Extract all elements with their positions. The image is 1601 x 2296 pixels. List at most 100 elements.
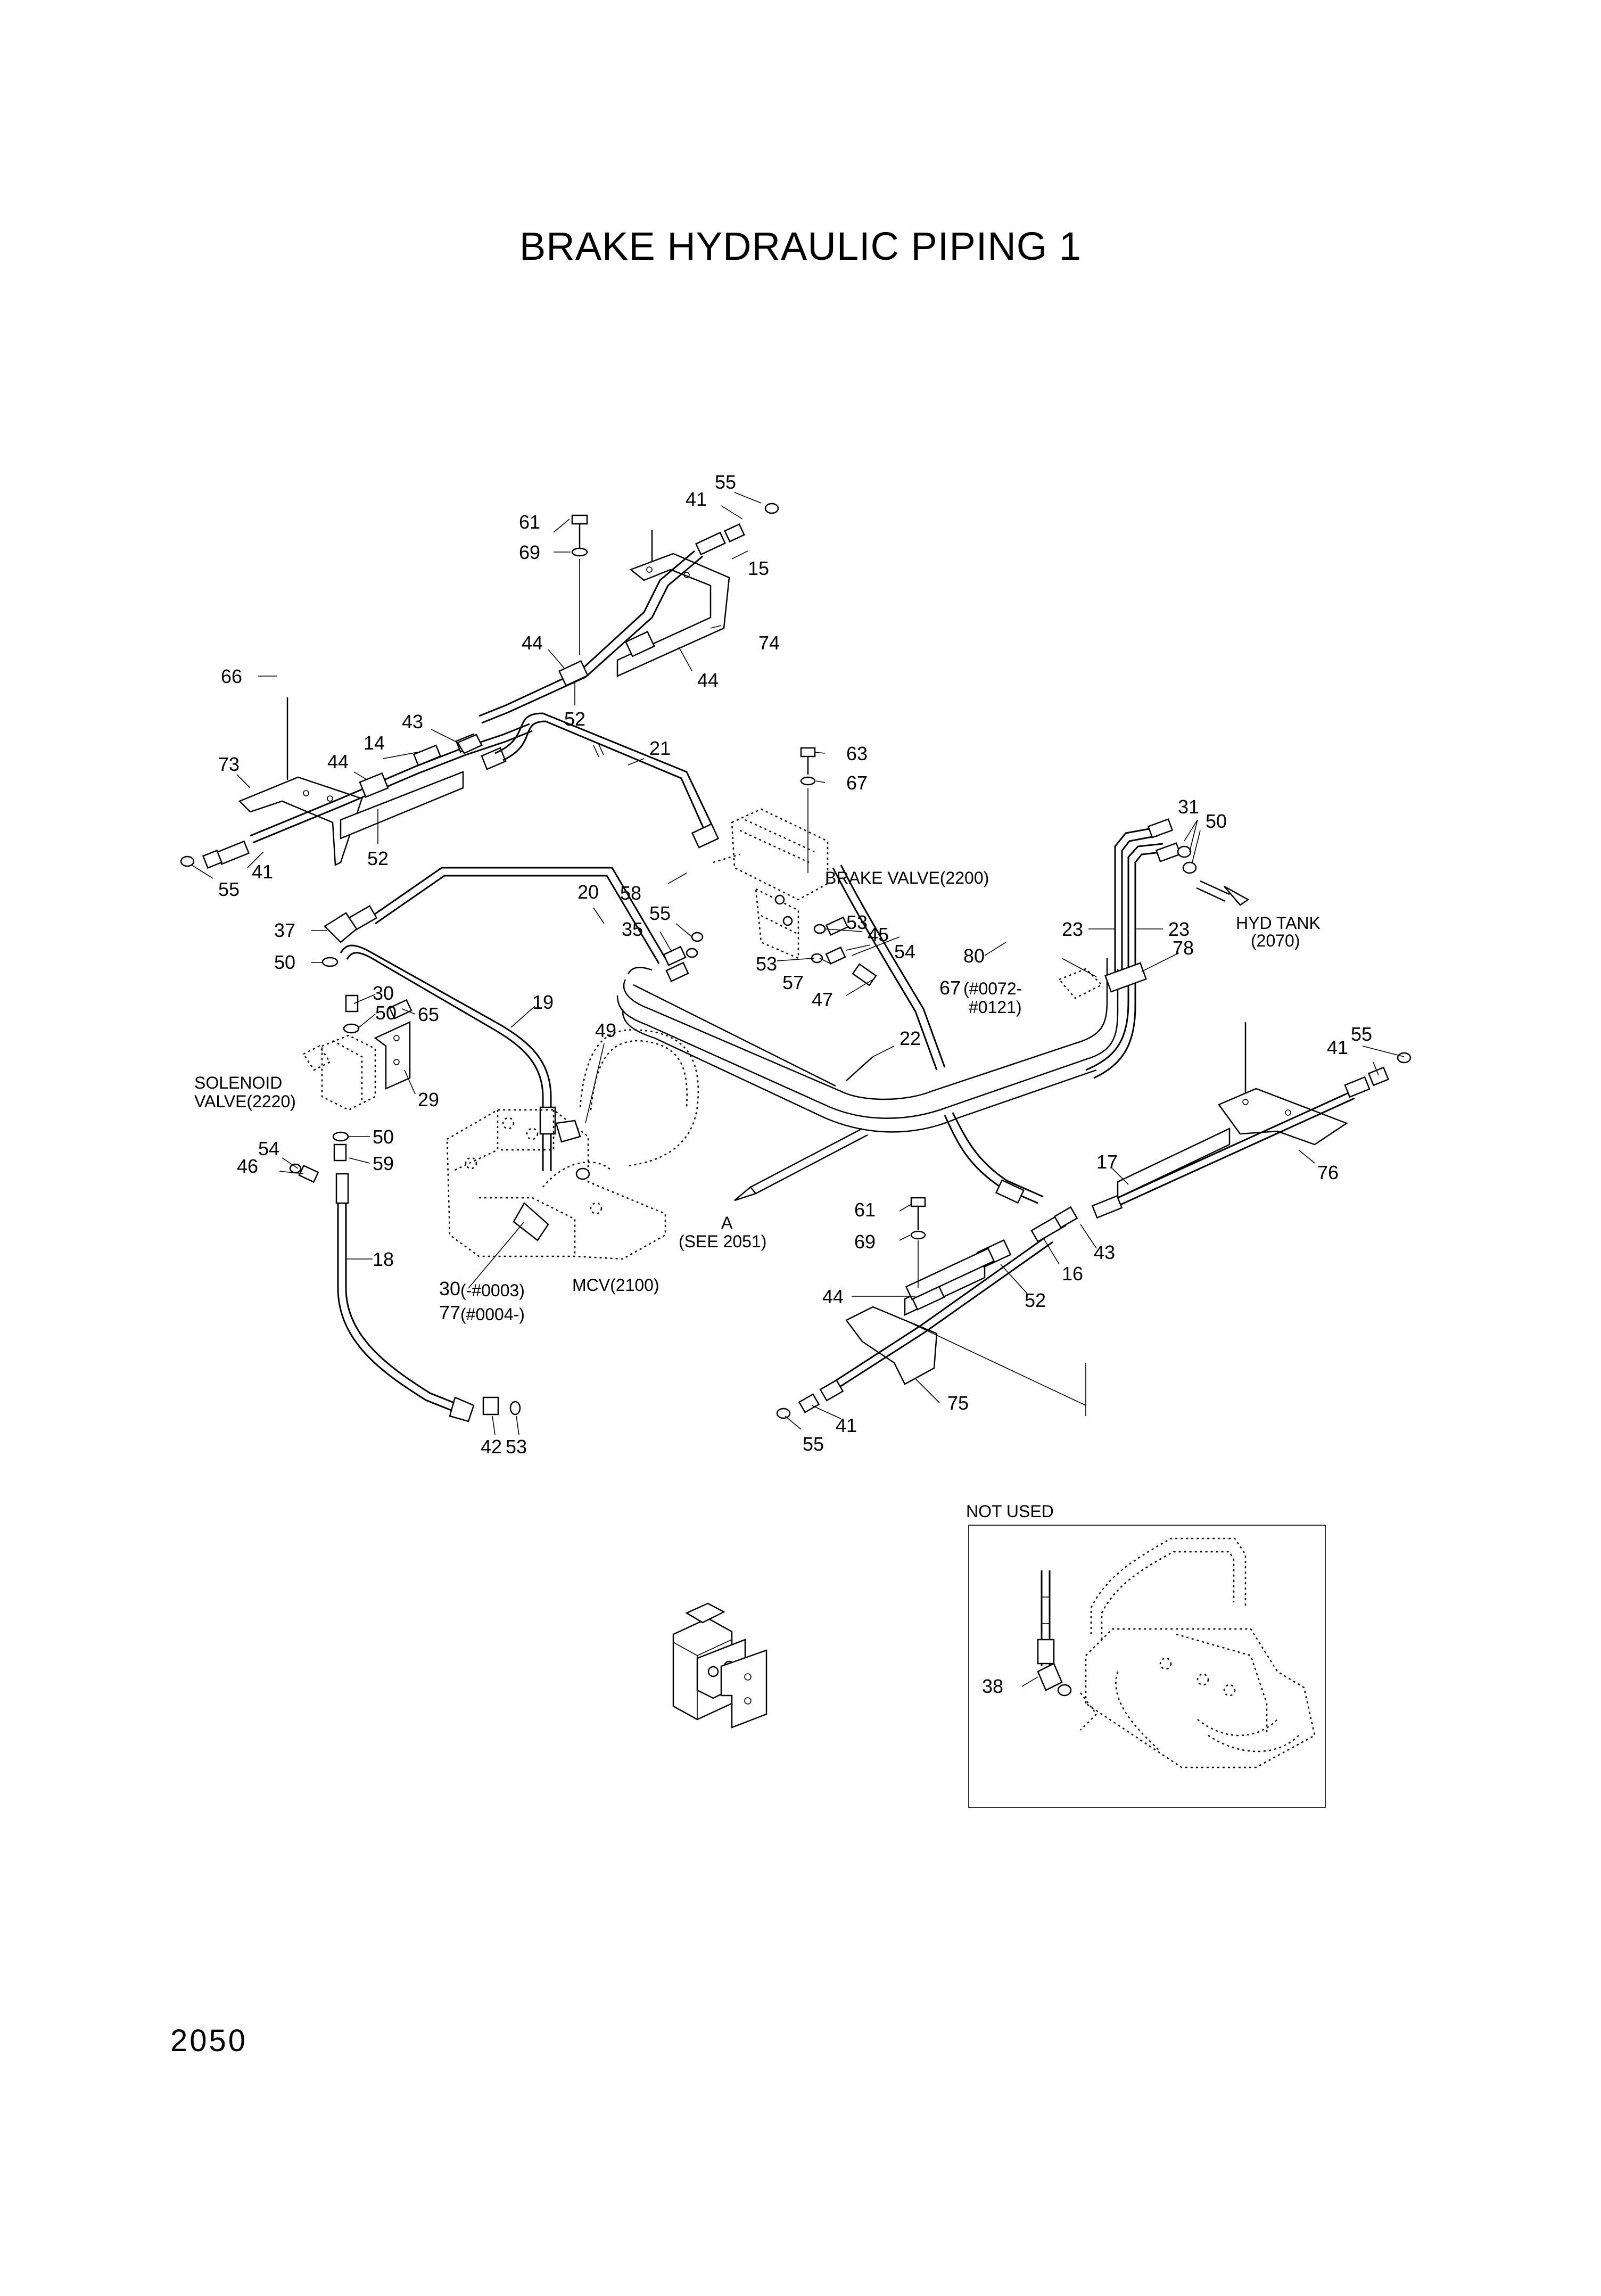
hyd-tank-ref: (2070) [1251, 931, 1300, 950]
serial-range-67a: (#0072- [963, 979, 1022, 998]
callout-67: 67 [846, 772, 868, 794]
callout-80: 80 [963, 945, 985, 967]
callout-20: 20 [577, 881, 599, 903]
callout-54: 54 [894, 941, 915, 962]
bolt-61-lower [910, 1197, 926, 1288]
callout-42: 42 [481, 1436, 502, 1458]
callout-54: 54 [258, 1138, 279, 1159]
bracket-76 [1117, 1022, 1348, 1199]
callout-16: 16 [1062, 1263, 1083, 1285]
pipe-16 [776, 1206, 1078, 1419]
callout-55: 55 [803, 1433, 824, 1455]
solenoid-valve-2220 [289, 994, 412, 1183]
clamp-left [359, 772, 389, 798]
part-callouts: 55 41 61 69 15 44 74 44 52 66 43 73 44 1… [218, 471, 1372, 1697]
callout-53: 53 [756, 953, 777, 975]
callout-65: 65 [418, 1003, 439, 1025]
callout-47: 47 [812, 989, 833, 1010]
callout-17: 17 [1096, 1151, 1118, 1173]
elbow-37 [321, 912, 358, 967]
mcv-label: MCV(2100) [572, 1275, 659, 1295]
callout-61: 61 [519, 511, 540, 533]
callout-52: 52 [1025, 1289, 1046, 1311]
callout-69: 69 [519, 541, 540, 563]
brake-valve-fittings [811, 916, 877, 986]
solenoid-label: SOLENOID [194, 1073, 282, 1092]
bracket-74 [616, 530, 730, 677]
callout-76: 76 [1317, 1162, 1339, 1183]
callout-44: 44 [697, 669, 719, 691]
callout-23: 23 [1062, 918, 1083, 940]
callout-15: 15 [748, 557, 769, 579]
callout-49: 49 [595, 1019, 616, 1041]
page-title: BRAKE HYDRAULIC PIPING 1 [519, 224, 1082, 268]
view-a-ref: (SEE 2051) [679, 1232, 766, 1251]
callout-75: 75 [947, 1392, 969, 1414]
solenoid-illustration [672, 1602, 768, 1729]
callout-66: 66 [221, 665, 242, 687]
callout-46: 46 [237, 1155, 258, 1177]
callout-59: 59 [373, 1153, 394, 1174]
view-a-label: A [721, 1213, 733, 1232]
callout-35: 35 [622, 918, 643, 940]
pipe-19 [340, 944, 556, 1171]
callout-69: 69 [854, 1231, 876, 1253]
callout-63: 63 [846, 743, 868, 764]
callout-67: 67 [939, 977, 961, 999]
callout-77: 77 [439, 1302, 460, 1323]
callout-52: 52 [367, 847, 389, 869]
pipe-20 [341, 867, 666, 964]
callout-37: 37 [274, 919, 295, 941]
brake-valve-2200 [713, 808, 829, 959]
pipe-22 [616, 958, 1119, 1202]
serial-range-67b: #0121) [969, 998, 1022, 1017]
page-number: 2050 [170, 2023, 248, 2058]
callout-19: 19 [532, 991, 554, 1013]
callout-31: 31 [1178, 796, 1199, 818]
callout-45: 45 [868, 924, 889, 945]
callout-50: 50 [1206, 810, 1227, 832]
callout-44: 44 [522, 632, 543, 654]
callout-43: 43 [402, 711, 423, 733]
callout-61: 61 [854, 1199, 876, 1221]
pipe-21 [457, 712, 720, 849]
bolt-61-upper [571, 514, 588, 655]
mcv-2100 [446, 1029, 699, 1260]
callout-41: 41 [836, 1414, 857, 1436]
bolt-63 [800, 747, 816, 873]
callout-50: 50 [375, 1002, 397, 1024]
callout-50: 50 [274, 951, 295, 973]
callout-53: 53 [846, 911, 868, 933]
callout-74: 74 [758, 632, 780, 654]
callout-38: 38 [982, 1675, 1003, 1697]
brake-valve-label: BRAKE VALVE(2200) [825, 868, 989, 887]
fitting-35 [663, 932, 704, 982]
pipe-23 [1058, 818, 1250, 1079]
callout-52: 52 [564, 708, 585, 730]
callout-14: 14 [364, 732, 385, 754]
clamp-upper [558, 631, 655, 687]
callout-44: 44 [822, 1286, 844, 1307]
callout-41: 41 [1327, 1036, 1348, 1058]
callout-55: 55 [1351, 1023, 1372, 1045]
solenoid-ref: VALVE(2220) [194, 1092, 296, 1111]
callout-55: 55 [649, 902, 671, 924]
annotations: BRAKE VALVE(2200) HYD TANK (2070) SOLENO… [194, 868, 1321, 1521]
bracket-73 [238, 697, 464, 866]
not-used-label: NOT USED [966, 1502, 1054, 1521]
pipe-17 [1091, 1052, 1412, 1219]
callout-55: 55 [218, 878, 240, 900]
callout-43: 43 [1094, 1241, 1115, 1263]
callout-30: 30 [439, 1278, 460, 1299]
pipe-18 [335, 1173, 521, 1422]
callout-21: 21 [649, 737, 671, 759]
callout-23: 23 [1168, 918, 1190, 940]
pipe-15 [478, 503, 779, 724]
callout-29: 29 [418, 1089, 439, 1110]
callout-18: 18 [373, 1248, 394, 1270]
callout-44: 44 [327, 751, 349, 772]
serial-range-30: (-#0003) [460, 1281, 525, 1300]
callout-22: 22 [899, 1027, 921, 1049]
leader-lines [191, 492, 1405, 1687]
